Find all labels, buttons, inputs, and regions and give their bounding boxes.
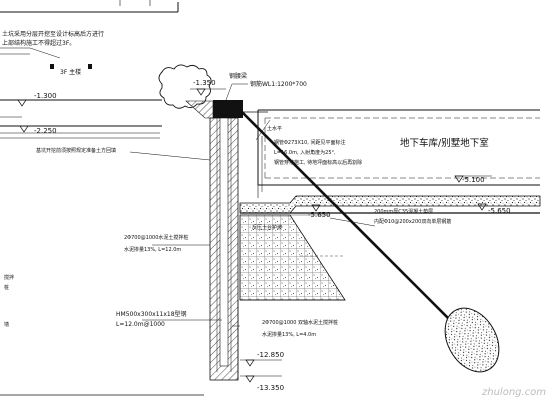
- garage-outline: [257, 109, 540, 198]
- leader-tick-icon: [50, 64, 54, 69]
- note-leader: [0, 47, 92, 69]
- slope-wedge: [185, 100, 214, 119]
- note-line-1: 土坑采用分层开挖至设计标高后方进行: [2, 31, 105, 38]
- level-triangle-icon: [196, 88, 206, 96]
- level-triangle-icon: [245, 359, 255, 367]
- lower-pile-line-1: 2Φ700@1000 双轴水泥土搅拌桩: [262, 320, 338, 326]
- watermark: zhulong.com: [482, 387, 547, 398]
- upper-pile-line-1: 2Φ700@1000水泥土搅拌桩: [124, 235, 189, 241]
- upper-pile-line-2: 水泥掺量13%, L=12.0m: [124, 247, 182, 253]
- side-label-3: 墙: [4, 322, 10, 328]
- floor-label: 3F 主楼: [60, 69, 82, 76]
- waler-label: 钢腰梁: [229, 73, 248, 80]
- elevation-minus-5650-right: -5.650: [488, 207, 511, 215]
- anchor-bulb: [444, 307, 500, 373]
- elevation-minus-5650-left: -5.650: [308, 211, 331, 219]
- garage-label: 地下车库/别墅地下室: [400, 138, 489, 149]
- level-triangle-icon: [17, 99, 27, 107]
- slope-note: 基坑开挖前须按照规定准备土方回填: [36, 148, 117, 154]
- building-slab: [0, 99, 162, 139]
- h-beam-line-1: HM500x300x11x18型钢: [116, 311, 187, 318]
- callout-leaders: [129, 83, 376, 327]
- lower-pile-line-2: 水泥掺量13%, L=4.0m: [262, 332, 317, 338]
- drawing-border: [0, 0, 179, 13]
- h-beam-line-2: L=12.0m@1000: [116, 321, 165, 328]
- elevation-minus-2250: -2.250: [34, 127, 57, 135]
- level-marks: [17, 88, 492, 383]
- slab-spec-line-2: 内配Φ10@200x200双向单层钢筋: [374, 219, 452, 225]
- anchor-spec-line-1: 钢管Φ273X10, 间距见平面标注: [274, 140, 346, 146]
- elevation-minus-12850: -12.850: [257, 351, 285, 359]
- revision-cloud: [158, 64, 212, 109]
- cap-beam: [213, 100, 243, 118]
- note-line-2: 上部结构施工不得超过3F。: [2, 40, 76, 47]
- level-triangle-icon: [477, 203, 487, 211]
- side-label-2: 桩: [4, 285, 10, 291]
- slab-spec-line-1: 200mm厚C35混凝土垫层: [374, 209, 434, 215]
- elevation-minus-1350: -1.350: [193, 79, 216, 87]
- ground-tag: 土水平: [267, 126, 283, 132]
- leader-tick-icon: [88, 64, 92, 69]
- level-triangle-icon: [311, 204, 321, 212]
- elevation-minus-5100: -5.100: [462, 176, 485, 184]
- base-slab: [239, 195, 541, 214]
- elevation-minus-1300: -1.300: [34, 92, 57, 100]
- berm-label: 反压土台护坡: [252, 225, 283, 231]
- anchor-rod: [239, 109, 481, 351]
- elevation-minus-13350: -13.350: [257, 384, 285, 392]
- anchor-spec-line-3: 钢管穿墙施工, 待地坪面标高以后再割除: [274, 160, 363, 166]
- cap-beam-label: 钢筋WL1:1200*700: [250, 81, 307, 88]
- side-label-1: 搅拌: [4, 275, 15, 281]
- h-beam: [219, 117, 229, 367]
- level-triangle-icon: [19, 125, 29, 133]
- level-triangle-icon: [245, 375, 255, 383]
- anchor-spec-line-2: L=16.0m, 入射角度为25°,: [274, 150, 336, 156]
